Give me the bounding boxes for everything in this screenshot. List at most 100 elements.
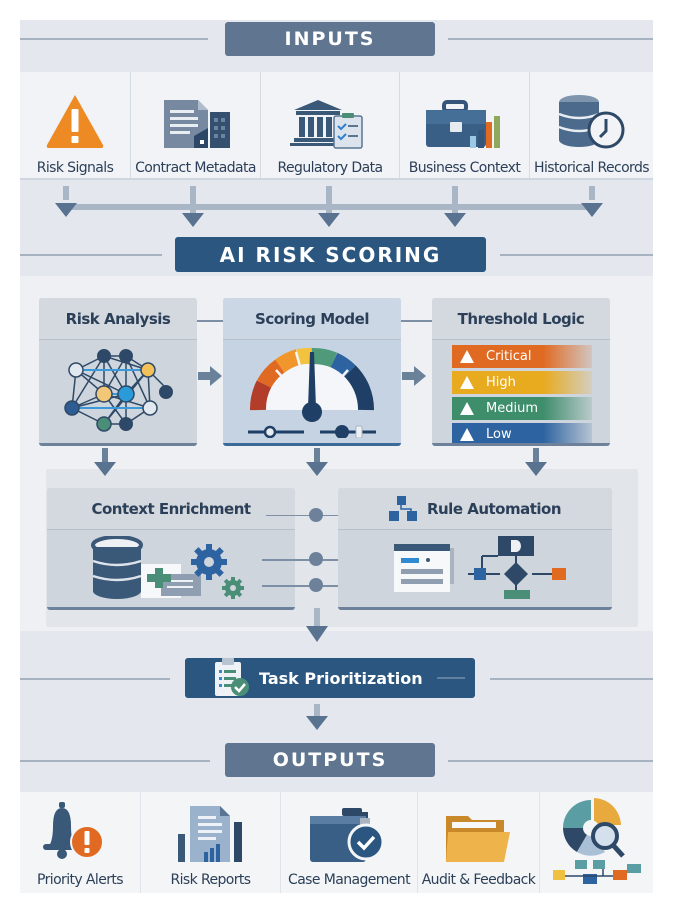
divider-line xyxy=(20,678,170,680)
panel-title: Risk Analysis xyxy=(39,298,197,340)
government-checklist-icon xyxy=(290,80,370,150)
threshold-label: Medium xyxy=(486,401,538,416)
clipboard-check-icon xyxy=(215,658,249,696)
database-gears-icon xyxy=(91,535,251,607)
threshold-label: High xyxy=(486,375,516,390)
arrow-down-icon xyxy=(306,716,328,730)
flowchart-icon xyxy=(394,534,574,605)
warning-icon xyxy=(460,350,474,363)
outputs-banner: OUTPUTS xyxy=(225,743,435,777)
output-label: Audit & Feedback xyxy=(421,872,536,888)
arrow-stem xyxy=(452,186,458,214)
arrow-down-icon xyxy=(525,462,547,476)
arrow-right-icon xyxy=(210,366,222,386)
diagram-canvas: INPUTS Risk Signals Contract Metadata Re… xyxy=(20,20,653,893)
input-label: Contract Metadata xyxy=(135,160,256,176)
scoring-model-panel: Scoring Model xyxy=(223,298,401,446)
arrow-down-icon xyxy=(306,626,328,642)
connector-line xyxy=(262,585,392,587)
threshold-low: Low xyxy=(452,423,592,443)
arrow-stem xyxy=(402,372,414,380)
connector-line xyxy=(390,320,440,322)
input-risk-signals: Risk Signals xyxy=(20,72,131,178)
warning-icon xyxy=(460,402,474,415)
pie-magnifier-icon xyxy=(551,798,643,886)
contract-building-icon xyxy=(158,80,234,150)
threshold-logic-panel: Threshold Logic Critical High Medium Low xyxy=(432,298,610,446)
task-prioritization-banner: Task Prioritization xyxy=(185,658,475,698)
connector-line xyxy=(196,320,236,322)
divider-line xyxy=(500,254,653,256)
rule-automation-panel: Rule Automation xyxy=(338,488,612,610)
folder-check-icon xyxy=(310,800,388,864)
divider-line xyxy=(448,38,653,40)
arrow-stem xyxy=(326,186,332,214)
input-label: Regulatory Data xyxy=(277,160,384,176)
arrow-stem xyxy=(102,448,108,462)
divider-line xyxy=(20,38,208,40)
panel-title: Threshold Logic xyxy=(432,298,610,340)
connector-line xyxy=(262,559,392,561)
input-contract-metadata: Contract Metadata xyxy=(131,72,261,178)
panel-title: Scoring Model xyxy=(223,298,401,340)
connector-node xyxy=(309,578,323,592)
output-case-management: Case Management xyxy=(281,792,418,893)
arrow-stem xyxy=(314,608,320,626)
hierarchy-icon xyxy=(388,495,417,521)
context-enrichment-panel: Context Enrichment xyxy=(47,488,295,610)
divider-line xyxy=(20,760,210,762)
arrow-stem xyxy=(190,186,196,214)
warning-icon xyxy=(460,428,474,441)
panel-title-row: Rule Automation xyxy=(338,488,612,530)
arrow-down-icon xyxy=(318,213,340,227)
output-risk-reports: Risk Reports xyxy=(141,792,281,893)
threshold-critical: Critical xyxy=(452,345,592,368)
input-business-context: Business Context xyxy=(400,72,530,178)
output-label: Risk Reports xyxy=(170,872,252,888)
arrow-down-icon xyxy=(306,462,328,476)
input-label: Historical Records xyxy=(534,160,650,176)
connector-line xyxy=(266,515,382,516)
arrow-stem xyxy=(589,186,595,200)
arrow-down-icon xyxy=(444,213,466,227)
risk-analysis-panel: Risk Analysis xyxy=(39,298,197,446)
connector-node xyxy=(309,552,323,566)
arrow-stem xyxy=(314,448,320,462)
arrow-down-icon xyxy=(94,462,116,476)
gauge-icon xyxy=(223,346,401,438)
task-prioritization-label: Task Prioritization xyxy=(259,668,423,688)
input-regulatory-data: Regulatory Data xyxy=(261,72,400,178)
input-label: Risk Signals xyxy=(36,160,114,176)
input-historical-records: Historical Records xyxy=(530,72,653,178)
arrow-down-icon xyxy=(581,203,603,217)
output-label: Priority Alerts xyxy=(37,872,124,888)
threshold-high: High xyxy=(452,371,592,394)
warning-icon xyxy=(460,376,474,389)
warning-triangle-icon xyxy=(44,80,106,150)
bell-alert-icon xyxy=(43,800,117,864)
ai-risk-scoring-banner: AI RISK SCORING xyxy=(175,237,486,272)
threshold-label: Low xyxy=(486,427,512,442)
input-label: Business Context xyxy=(408,160,521,176)
panel-title: Context Enrichment xyxy=(47,488,295,530)
divider-line xyxy=(20,254,162,256)
database-clock-icon xyxy=(557,80,627,150)
output-priority-alerts: Priority Alerts xyxy=(20,792,141,893)
inputs-row: Risk Signals Contract Metadata Regulator… xyxy=(20,72,653,180)
open-folder-icon xyxy=(445,800,512,864)
connector-node xyxy=(309,508,323,522)
arrow-stem xyxy=(533,448,539,462)
arrow-stem xyxy=(198,372,210,380)
arrow-down-icon xyxy=(55,203,77,217)
outputs-row: Priority Alerts Risk Reports Case Manage… xyxy=(20,792,653,893)
briefcase-chart-icon xyxy=(424,80,506,150)
arrow-right-icon xyxy=(414,366,426,386)
panel-title: Rule Automation xyxy=(426,499,562,518)
divider-line xyxy=(490,678,653,680)
output-label: Case Management xyxy=(288,872,411,888)
arrow-stem xyxy=(314,704,320,716)
threshold-medium: Medium xyxy=(452,397,592,420)
output-analytics xyxy=(540,792,653,893)
divider-line xyxy=(448,760,653,762)
report-chart-icon xyxy=(177,800,244,864)
